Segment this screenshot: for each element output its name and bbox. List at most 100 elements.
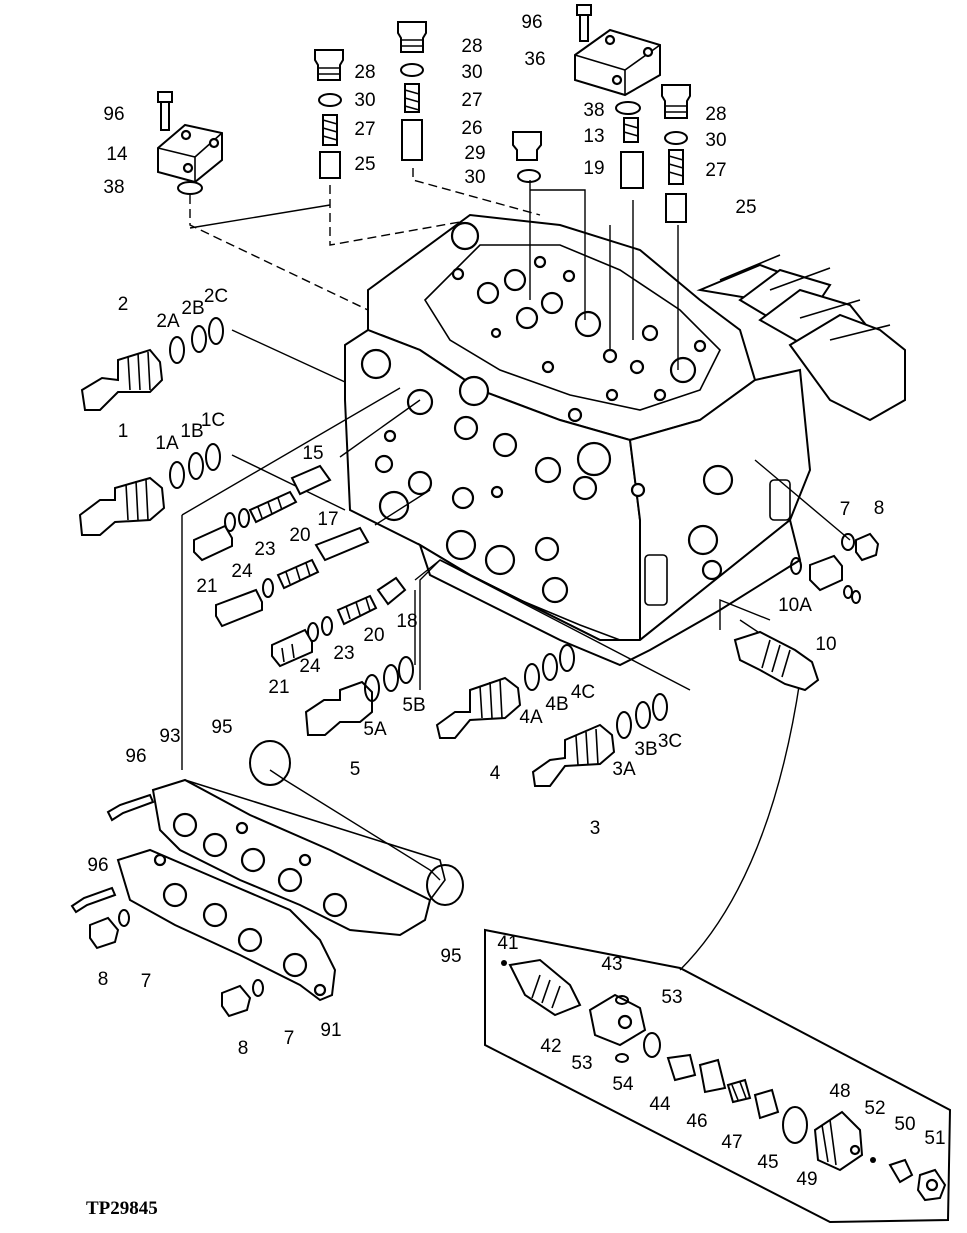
plug-15 xyxy=(290,464,332,496)
callout-label: 28 xyxy=(354,62,375,83)
callout-label: 30 xyxy=(461,62,482,83)
o-ring-23-c xyxy=(321,616,333,636)
callout-label: 15 xyxy=(302,443,323,464)
callout-label: 2A xyxy=(156,311,180,332)
callout-label: 44 xyxy=(649,1094,671,1115)
callout-label: 30 xyxy=(354,90,375,111)
relief-valve-2 xyxy=(80,348,164,411)
callout-label: 4A xyxy=(519,707,543,728)
callout-label: 46 xyxy=(686,1111,707,1132)
callout-label: 53 xyxy=(661,987,682,1008)
manifold-plate-91 xyxy=(116,848,337,1002)
plug-18 xyxy=(376,576,407,606)
o-ring-2c xyxy=(208,317,224,345)
callout-label: 17 xyxy=(317,509,338,530)
o-ring-3a xyxy=(616,711,632,739)
callout-label: 1A xyxy=(155,433,179,454)
check-valve-10 xyxy=(809,554,843,592)
callout-label: 20 xyxy=(363,625,384,646)
callout-labels: 9614382830272528302726293096363813192830… xyxy=(87,12,945,1190)
o-ring-10a-a xyxy=(790,557,802,575)
plug-8-right xyxy=(855,532,880,562)
cover-plate-36 xyxy=(574,28,661,97)
relief-valve-1 xyxy=(78,476,166,536)
bolt-96-top xyxy=(576,4,592,42)
callout-label: 2B xyxy=(181,298,204,319)
callout-label: 96 xyxy=(125,746,146,767)
poppet-25-b xyxy=(665,193,687,223)
callout-label: 96 xyxy=(103,104,124,125)
o-ring-4a xyxy=(524,663,540,691)
plug-28-c xyxy=(661,84,691,119)
control-valve-body xyxy=(344,213,906,667)
o-ring-1a xyxy=(169,461,185,489)
o-ring-24-a xyxy=(224,512,236,532)
callout-label: 42 xyxy=(540,1036,561,1057)
callout-label: 29 xyxy=(464,143,485,164)
bolt-96-manifold-b xyxy=(70,886,117,914)
callout-label: 1C xyxy=(201,410,225,431)
callout-label: 5B xyxy=(402,695,425,716)
o-ring-1c xyxy=(205,443,221,471)
relief-valve-4 xyxy=(435,676,522,739)
poppet-19 xyxy=(620,151,644,189)
callout-label: 3 xyxy=(590,818,601,839)
callout-label: 10 xyxy=(815,634,836,655)
manifold-plate-93 xyxy=(151,778,446,937)
callout-label: 8 xyxy=(238,1038,249,1059)
callout-label: 28 xyxy=(705,104,726,125)
callout-label: 3B xyxy=(634,739,657,760)
callout-label: 8 xyxy=(98,969,109,990)
plug-21-b xyxy=(215,588,263,628)
plug-8-bottom xyxy=(221,984,252,1018)
backup-ring-2b xyxy=(191,325,207,353)
callout-label: 36 xyxy=(524,49,545,70)
callout-label: 49 xyxy=(796,1169,817,1190)
callout-label: 2C xyxy=(204,286,228,307)
plug-8-left xyxy=(89,916,120,950)
callout-label: 7 xyxy=(141,971,152,992)
o-ring-5a xyxy=(364,674,380,702)
callout-label: 47 xyxy=(721,1132,742,1153)
callout-label: 13 xyxy=(583,126,604,147)
callout-label: 38 xyxy=(583,100,604,121)
callout-label: 2 xyxy=(118,294,129,315)
callout-label: 45 xyxy=(757,1152,778,1173)
o-ring-10a-b xyxy=(843,585,853,599)
callout-label: 27 xyxy=(705,160,726,181)
o-ring-95-top xyxy=(249,740,291,786)
callout-label: 20 xyxy=(289,525,310,546)
bolt-96-manifold-a xyxy=(106,793,155,822)
spring-13 xyxy=(623,117,639,143)
callout-label: 43 xyxy=(601,954,622,975)
callout-label: 4 xyxy=(490,763,501,784)
callout-label: 27 xyxy=(461,90,482,111)
o-ring-30-a xyxy=(318,93,342,107)
detail-inset-box xyxy=(484,928,952,1224)
main-relief-valve xyxy=(733,630,820,692)
callout-label: 96 xyxy=(87,855,108,876)
o-ring-3c xyxy=(652,693,668,721)
figure-code: TP29845 xyxy=(86,1198,158,1219)
callout-label: 7 xyxy=(284,1028,295,1049)
relief-valve-3 xyxy=(531,723,616,787)
spring-20-a xyxy=(248,490,298,524)
callout-label: 23 xyxy=(333,643,354,664)
callout-label: 21 xyxy=(196,576,217,597)
backup-ring-1b xyxy=(188,452,204,480)
o-ring-7-left xyxy=(118,909,130,927)
backup-ring-4b xyxy=(542,653,558,681)
callout-label: 27 xyxy=(354,119,375,140)
o-ring-5c xyxy=(398,656,414,684)
cover-plate-14 xyxy=(157,123,223,184)
backup-ring-3b xyxy=(635,701,651,729)
callout-label: 95 xyxy=(440,946,461,967)
callout-label: 41 xyxy=(497,933,518,954)
assembly-lines xyxy=(181,168,851,971)
relief-valve-5 xyxy=(304,680,373,736)
callout-label: 7 xyxy=(840,499,851,520)
callout-label: 26 xyxy=(461,118,482,139)
spool-26 xyxy=(401,119,423,161)
callout-label: 25 xyxy=(735,197,756,218)
o-ring-10a-c xyxy=(851,590,861,604)
